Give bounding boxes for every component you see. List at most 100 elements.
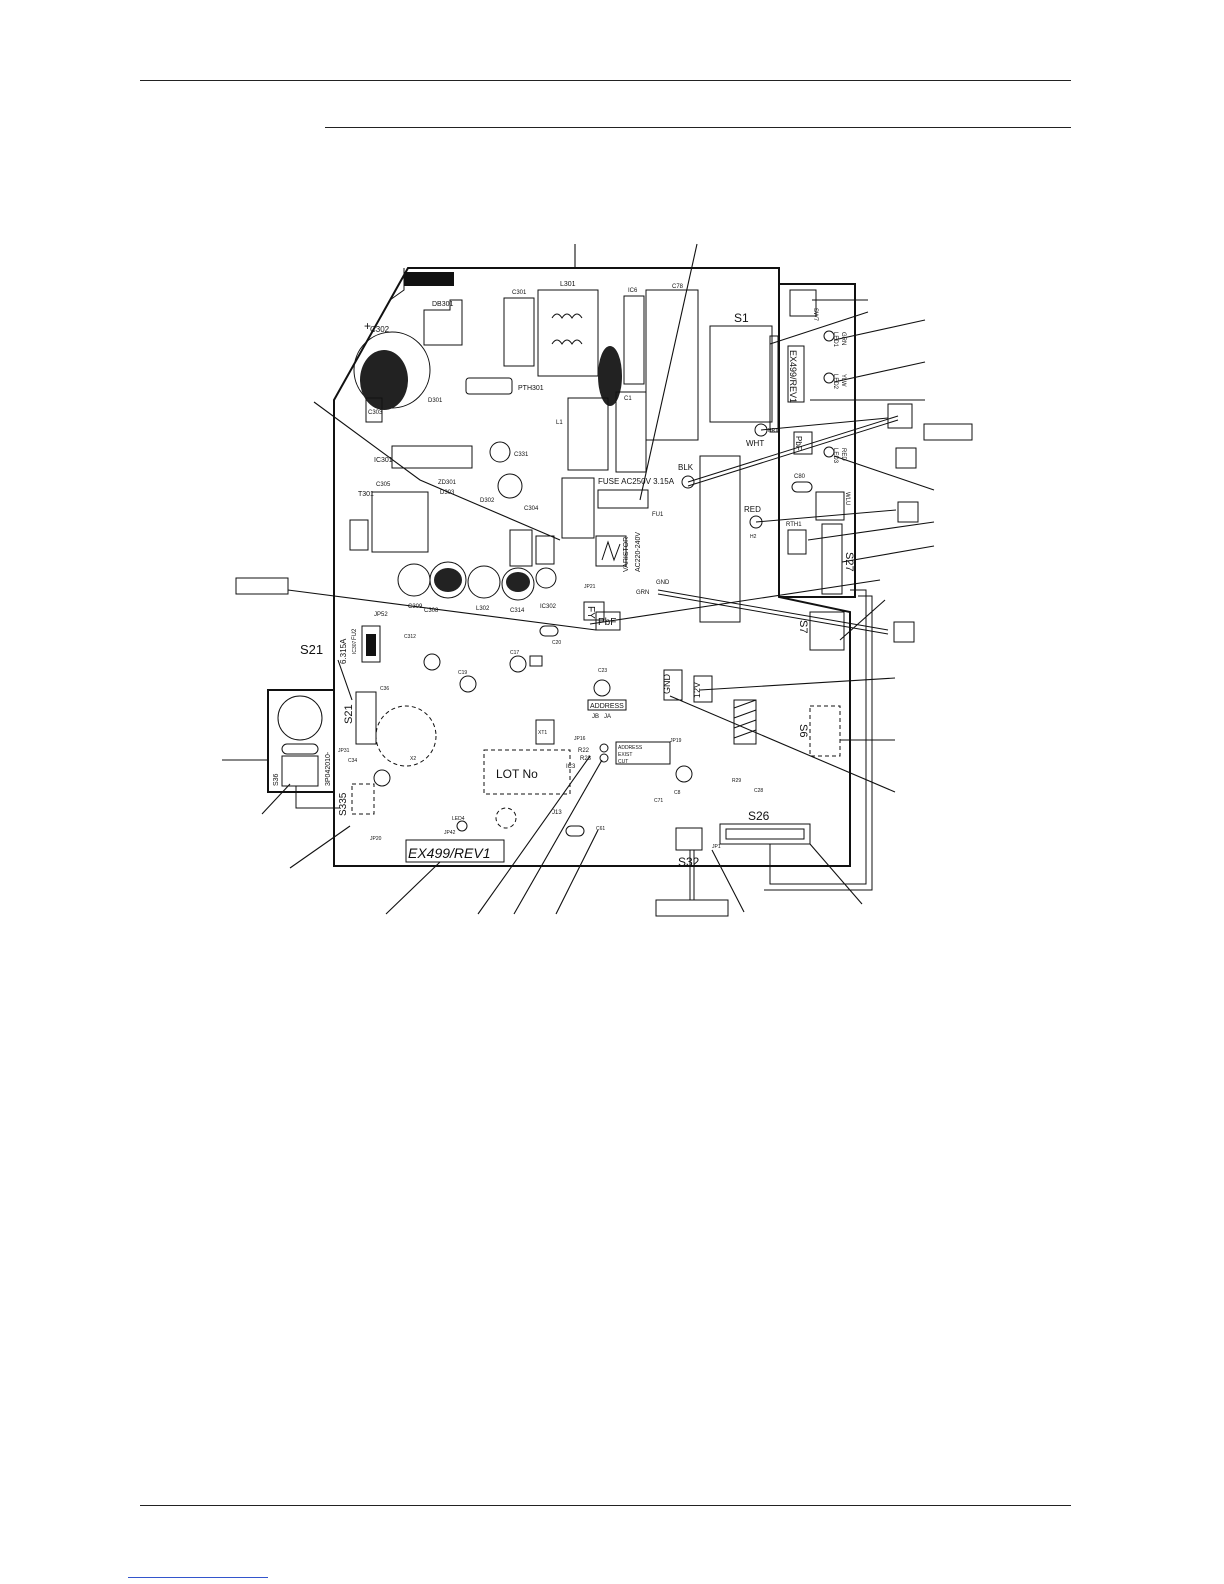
manufacturer-logo: [404, 272, 454, 286]
silk-c312: C312: [404, 634, 416, 640]
callout-box-3: [897, 501, 919, 523]
silk-s7: S7: [797, 620, 809, 633]
silk-grn-bottom: GRN: [636, 590, 649, 596]
silk-c304: C304: [524, 506, 539, 512]
silk-ic6: IC6: [628, 288, 638, 294]
silk-c314: C314: [510, 608, 525, 614]
callout-box-2: [895, 447, 917, 469]
silk-12v: 12V: [692, 682, 702, 698]
silk-red-led: RED: [840, 448, 846, 461]
header-rule-top: [140, 80, 1071, 81]
silk-c19: C19: [458, 670, 467, 676]
footer-rule: [140, 1505, 1071, 1506]
silk-s21-board: S21: [343, 704, 355, 724]
silk-l302: L302: [476, 606, 490, 612]
silk-pth301: PTH301: [518, 385, 544, 392]
silk-ic3: IC3: [566, 764, 576, 770]
silk-ic302: IC302: [540, 604, 557, 610]
pcb-board-outline: [333, 267, 856, 867]
silk-c78: C78: [672, 284, 684, 290]
silk-s1: S1: [734, 311, 749, 325]
callout-boxes: [235, 403, 973, 917]
silk-jb: JB: [592, 714, 599, 720]
silk-c305: C305: [376, 482, 391, 488]
silk-ja: JA: [604, 714, 611, 720]
silk-wlu: WLU: [844, 492, 850, 505]
silk-fu1: FU1: [652, 512, 664, 518]
silk-red-h2: RED: [744, 505, 761, 514]
silk-r29: R29: [732, 778, 741, 784]
silk-jp20: JP20: [370, 836, 382, 842]
silk-jp42: JP42: [444, 830, 456, 836]
silk-c20: C20: [552, 640, 561, 646]
svg-text:+: +: [364, 319, 371, 333]
header-rule-sub: [325, 127, 1071, 128]
silk-pbf-right: PbF: [794, 436, 803, 451]
silk-c308: C308: [424, 608, 439, 614]
silk-jp1: JP1: [712, 844, 721, 850]
silk-gnd-box: GND: [662, 674, 672, 695]
silk-ex499-right: EX499/REV1: [788, 350, 798, 403]
silk-wht: WHT: [746, 439, 764, 448]
silk-lot-no: LOT No: [496, 767, 538, 781]
silk-gnd: GND: [656, 580, 670, 586]
silk-db301: DB301: [432, 301, 454, 308]
callout-box-wide-left: [235, 577, 289, 595]
silk-part-no: 3P042010-: [325, 751, 332, 786]
silk-fu2: FU2: [352, 628, 358, 640]
silk-d303: D303: [440, 490, 455, 496]
fuse-varistor-section: FUSE AC250V 3.15A FU1 VARISTOR AC220-240…: [561, 455, 763, 623]
callout-box-1: [887, 403, 913, 429]
silk-c17: C17: [510, 650, 519, 656]
bottom-section: JP19 C8 C71 R29 C28 C61 J13 S26 S32 JP1 …: [338, 738, 811, 869]
silk-s26: S26: [748, 809, 770, 823]
silk-c23: C23: [598, 668, 607, 674]
callout-box-4: [893, 621, 915, 643]
silk-hr1: HR1: [768, 428, 778, 434]
silk-fuse-rating: FUSE AC250V 3.15A: [598, 477, 675, 486]
power-section: + C302 DB301 C303 D301 PTH301 IC301 T301…: [349, 299, 557, 614]
silk-l301: L301: [560, 281, 576, 288]
silk-h2: H2: [750, 534, 757, 540]
silk-c34: C34: [348, 758, 357, 764]
silk-xt1: XT1: [538, 730, 547, 736]
silk-blk: BLK: [678, 463, 694, 472]
silk-s335: S335: [338, 792, 349, 816]
silk-jp19: JP19: [670, 738, 682, 744]
silk-c301: C301: [512, 290, 527, 296]
silk-s6: S6: [797, 724, 809, 737]
silk-fuse2: 6.315A: [339, 638, 348, 664]
silk-exist: EXIST: [618, 752, 632, 758]
silk-c71: C71: [654, 798, 663, 804]
footer-link-underline: [128, 1577, 268, 1578]
silk-jp16: JP16: [574, 736, 586, 742]
ferrite-core: [598, 346, 622, 406]
silk-pbf-center: PbF: [598, 617, 616, 628]
silk-r23: R23: [580, 756, 592, 762]
silk-j13: J13: [552, 810, 562, 816]
silk-ic307: IC307: [352, 640, 358, 654]
signal-section: 6.315A FU2 JP52 IC307 C312 S21 C36 JP31 …: [338, 612, 571, 795]
silk-fy: FY: [585, 606, 596, 619]
silk-l1: L1: [556, 420, 563, 426]
silk-c331: C331: [514, 452, 529, 458]
silk-c303: C303: [368, 410, 383, 416]
silk-c8: C8: [674, 790, 681, 796]
silk-ex499-rev1: EX499/REV1: [408, 845, 491, 861]
label-s21: S21: [300, 642, 323, 657]
silk-d301: D301: [428, 398, 443, 404]
filter-section: L301 C301 IC6 C78 L1 C1 S1 WHT HR1: [503, 281, 779, 473]
sub-board: S36 3P042010-: [267, 689, 340, 809]
silk-jp52: JP52: [374, 612, 388, 618]
silk-c1: C1: [624, 396, 632, 402]
silk-ic301: IC301: [374, 457, 393, 464]
address-section: PbF FY C23 ADDRESS JB JA JP21 JP16 R22 R…: [566, 584, 845, 770]
silk-grn: GRN: [840, 332, 846, 345]
silk-jp21: JP21: [584, 584, 596, 590]
silk-r22: R22: [578, 748, 590, 754]
silk-c28: C28: [754, 788, 763, 794]
silk-c36: C36: [380, 686, 389, 692]
callout-box-wide-right: [923, 423, 973, 441]
silk-zd301: ZD301: [438, 480, 457, 486]
silk-d302: D302: [480, 498, 495, 504]
